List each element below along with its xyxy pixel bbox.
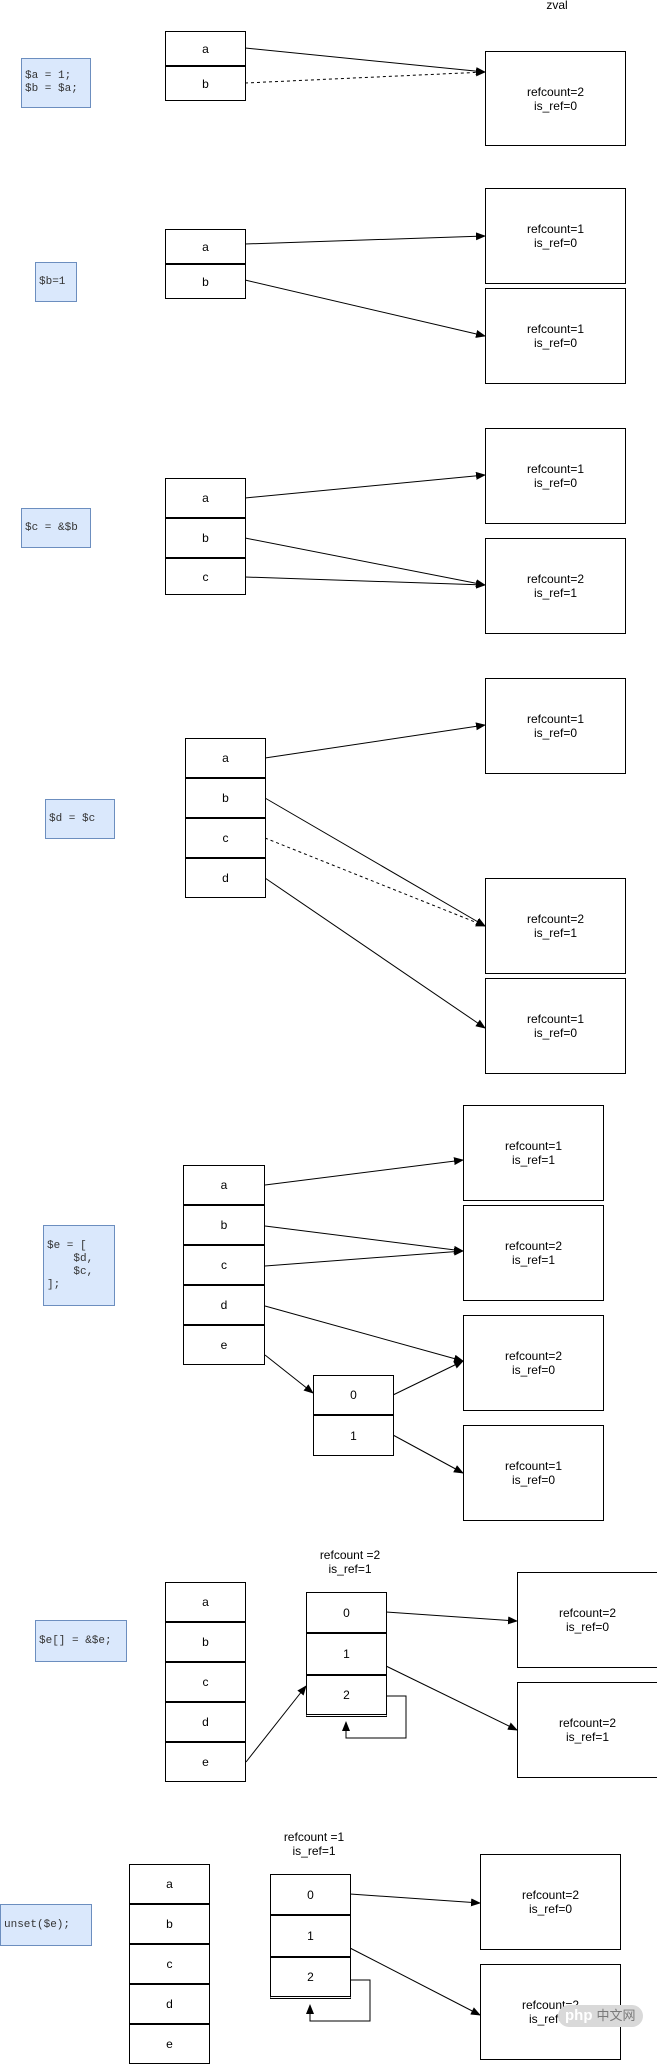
zval-box: refcount=2 is_ref=0 [485,51,626,146]
zval-box: refcount=2 is_ref=1 [485,878,626,974]
watermark-text: 中文网 [596,2008,636,2023]
variable-cell: a [165,229,246,264]
variable-cell: a [165,31,246,66]
code-snippet: $e = [ $d, $c, ]; [43,1225,115,1306]
arrow-b-to-zval-dashed [244,68,486,84]
arrow-b-to-zval2 [244,279,486,338]
array-cell: 0 [270,1874,351,1915]
variable-cell: a [165,478,246,518]
code-snippet: $b=1 [35,262,77,302]
arrow-array1-to-zval2 [349,1947,481,2016]
variable-cell: d [185,858,266,898]
array-cell: 1 [313,1415,394,1456]
code-snippet: $d = $c [45,799,115,839]
array-refcount-label: refcount =1 is_ref=1 [283,1830,345,1858]
array-cell: 1 [270,1915,351,1957]
variable-cell: b [183,1205,265,1245]
zval-box: refcount=1 is_ref=1 [463,1105,604,1201]
arrow-e-to-array [264,1354,314,1394]
variable-cell: e [183,1325,265,1365]
array-cell: 2 [270,1957,351,1999]
arrow-array0-to-zval3 [392,1360,464,1396]
zval-box: refcount=1 is_ref=0 [485,678,626,774]
zval-column-header: zval [546,0,568,12]
zval-box: refcount=1 is_ref=0 [485,288,626,384]
variable-cell: b [165,1622,246,1662]
variable-cell: c [129,1944,210,1984]
variable-cell: b [165,264,246,299]
array-cell: 2 [306,1675,387,1717]
arrow-c-to-zval2-dashed [264,837,486,927]
arrow-array1-to-zval2 [385,1665,518,1731]
arrow-a-to-zval [244,47,486,76]
zval-box: refcount=1 is_ref=0 [485,428,626,524]
arrow-d-to-zval3 [264,877,486,1029]
variable-cell: a [185,738,266,778]
arrow-array0-to-zval1 [385,1611,518,1625]
variable-cell: e [165,1742,246,1782]
arrow-a-to-zval1 [264,1157,464,1186]
variable-cell: a [183,1165,265,1205]
arrow-b-to-zval2 [244,537,486,588]
arrow-c-to-zval2 [244,576,486,589]
arrow-a-to-zval1 [244,232,486,245]
variable-cell: d [129,1984,210,2024]
arrow-b-to-zval2 [264,1225,464,1254]
array-refcount-label: refcount =2 is_ref=1 [319,1548,381,1576]
arrow-array0-to-zval1 [349,1893,481,1907]
zval-box: refcount=2 is_ref=0 [517,1572,657,1668]
array-cell: 0 [306,1592,387,1633]
arrow-array2-self-loop [342,1695,407,1739]
watermark-brand: php [565,2007,593,2024]
zval-box: refcount=2 is_ref=1 [485,538,626,634]
arrow-c-to-zval2 [264,1247,464,1267]
zval-box: refcount=1 is_ref=0 [485,978,626,1074]
code-snippet: $e[] = &$e; [35,1620,127,1662]
arrow-array1-to-zval4 [392,1434,464,1474]
arrow-a-to-zval1 [264,722,486,759]
arrow-a-to-zval1 [244,471,486,499]
zval-box: refcount=2 is_ref=1 [517,1682,657,1778]
zval-box: refcount=2 is_ref=0 [463,1315,604,1411]
variable-cell: b [165,66,246,101]
code-snippet: $c = &$b [21,508,91,548]
array-cell: 0 [313,1375,394,1415]
variable-cell: c [165,558,246,595]
zval-box: refcount=2 is_ref=0 [480,1854,621,1950]
variable-cell: b [165,518,246,558]
variable-cell: d [165,1702,246,1742]
zval-box: refcount=1 is_ref=0 [463,1425,604,1521]
code-snippet: $a = 1; $b = $a; [21,58,91,108]
variable-cell: e [129,2024,210,2064]
variable-cell: c [185,818,266,858]
arrow-e-to-array [245,1685,307,1763]
code-snippet: unset($e); [0,1904,92,1946]
zval-box: refcount=2 is_ref=1 [463,1205,604,1301]
variable-cell: c [165,1662,246,1702]
variable-cell: b [129,1904,210,1944]
zval-box: refcount=1 is_ref=0 [485,188,626,284]
arrow-b-to-zval2 [264,797,486,927]
arrow-d-to-zval3 [264,1305,464,1363]
variable-cell: c [183,1245,265,1285]
arrow-array2-self-loop [306,1979,371,2022]
variable-cell: a [129,1864,210,1904]
variable-cell: b [185,778,266,818]
array-cell: 1 [306,1633,387,1675]
variable-cell: d [183,1285,265,1325]
variable-cell: a [165,1582,246,1622]
